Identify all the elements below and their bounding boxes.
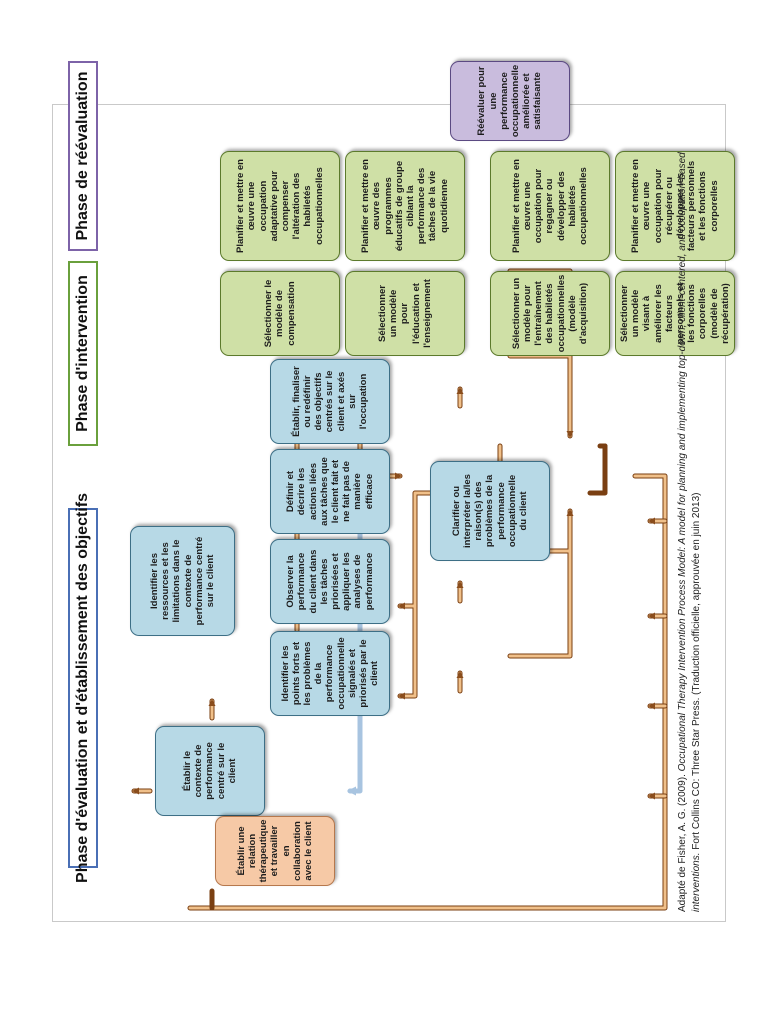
- box-establish-context: Établir le contexte de performance centr…: [155, 726, 265, 816]
- box-identify-strengths: Identifier les points forts et les probl…: [270, 631, 390, 716]
- box-reevaluate: Réévaluer pour une performance occupatio…: [450, 61, 570, 141]
- caption: Adapté de Fisher, A. G. (2009). Occupati…: [676, 112, 720, 912]
- box-identify-resources: Identifier les ressources et les limitat…: [130, 526, 235, 636]
- box-education-model: Sélectionner un modèle pour l'éducation …: [345, 271, 465, 356]
- box-define-actions: Définir et décrire les actions liées aux…: [270, 449, 390, 534]
- process-model-diagram: Phase d'évaluation et d'établissement de…: [60, 61, 735, 916]
- box-observe-performance: Observer la performance du client dans l…: [270, 539, 390, 624]
- phase-reevaluation-header: Phase de réévaluation: [68, 61, 98, 251]
- caption-publisher: Fort Collins CO: Three Star Press.: [691, 697, 702, 850]
- box-finalize-goals: Établir, finaliser ou redéfinir des obje…: [270, 359, 390, 444]
- caption-lead: Adapté de Fisher, A. G. (2009).: [677, 774, 688, 912]
- box-regain-skills: Planifier et mettre en œuvre une occupat…: [490, 151, 610, 261]
- phase-intervention-header: Phase d'intervention: [68, 261, 98, 446]
- box-compensation-model: Sélectionner le modèle de compensation: [220, 271, 340, 356]
- phase-evaluation-header: Phase d'évaluation et d'établissement de…: [68, 493, 98, 883]
- caption-note: (Traduction officielle, approuvée en jui…: [691, 492, 702, 695]
- box-acquisition-model: Sélectionner un modèle pour l'entraîneme…: [490, 271, 610, 356]
- box-therapeutic-relation: Établir une relation thérapeutique et tr…: [215, 816, 335, 886]
- box-adaptive-occupation: Planifier et mettre en œuvre une occupat…: [220, 151, 340, 261]
- box-clarify-reasons: Clarifier ou interpréter la/les raison(s…: [430, 461, 550, 561]
- box-educational-programs: Planifier et mettre en œuvre des program…: [345, 151, 465, 261]
